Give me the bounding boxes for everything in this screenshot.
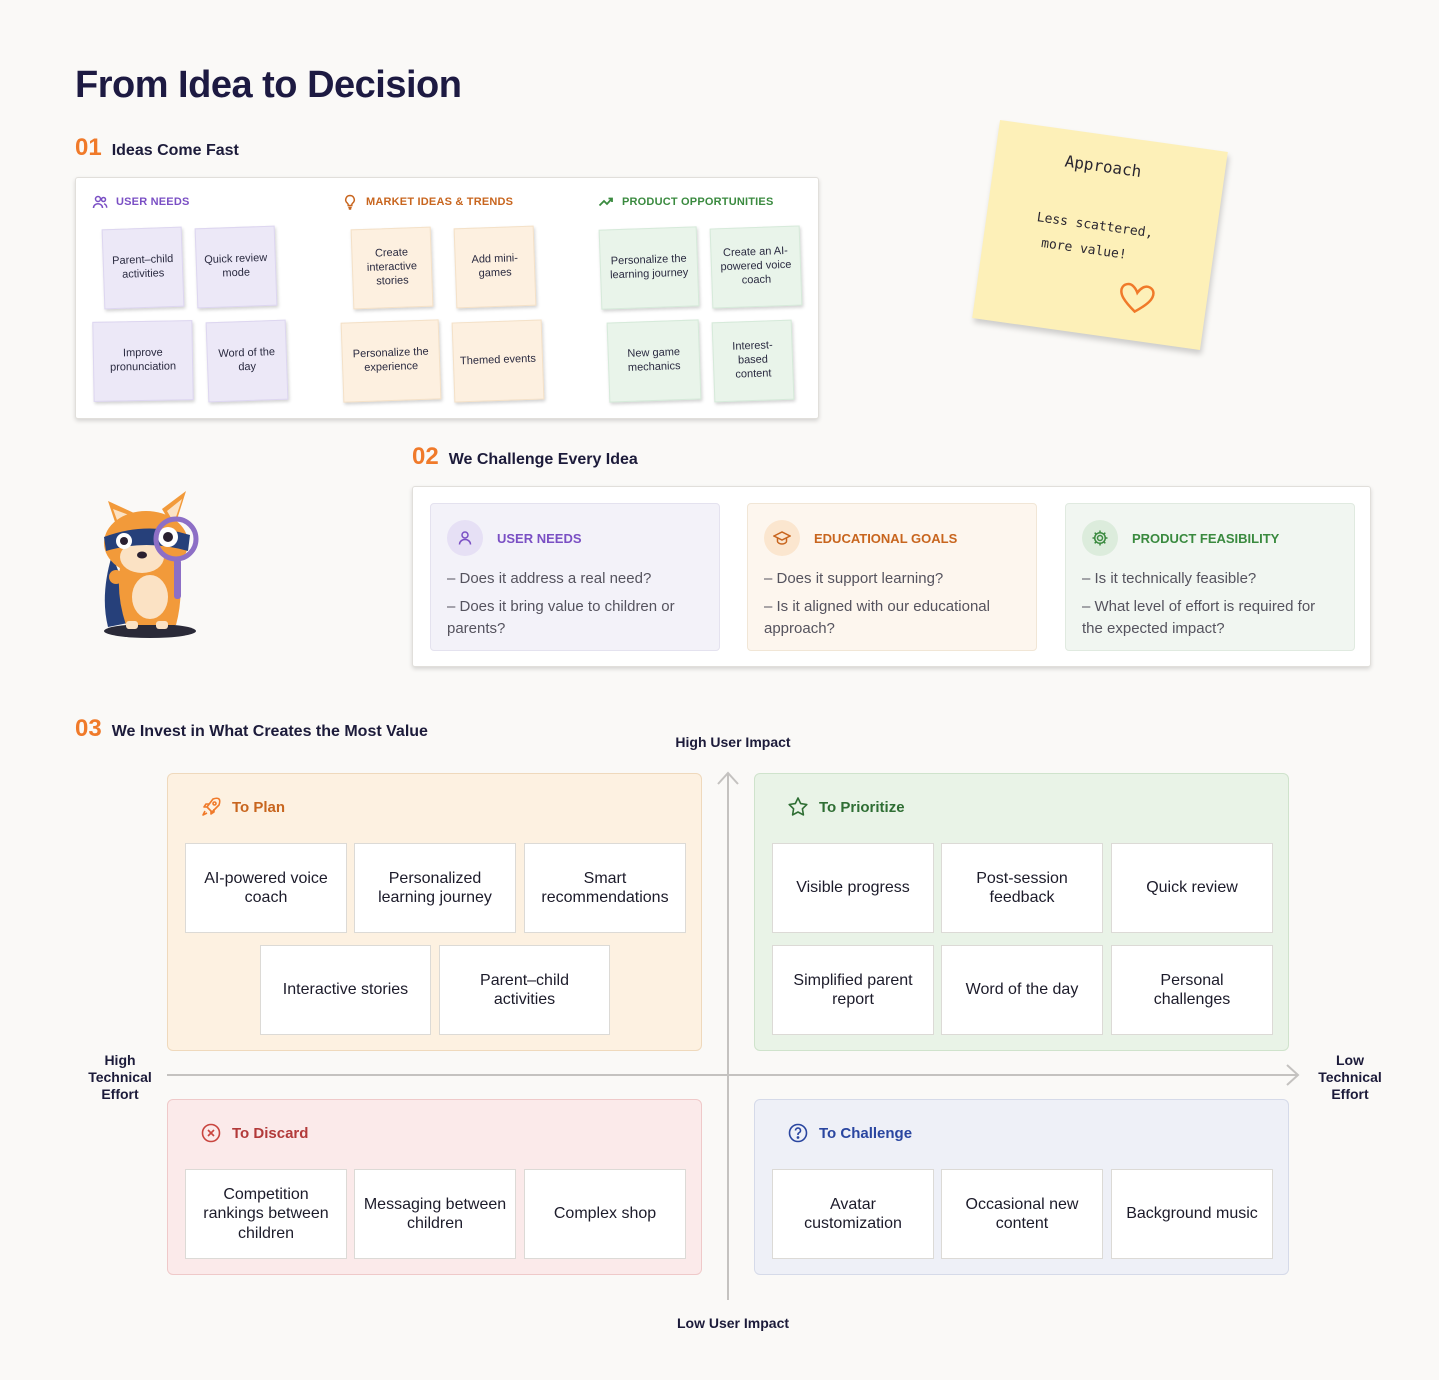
criteria-label: USER NEEDS (497, 530, 582, 546)
quadrant-header: To Challenge (787, 1122, 912, 1144)
section-3-header: 03 We Invest in What Creates the Most Va… (75, 715, 428, 743)
criteria-card-header: USER NEEDS (447, 520, 703, 556)
initiative-card: Smart recommendations (524, 843, 686, 933)
criteria-card-product-feasibility: PRODUCT FEASIBILITY – Is it technically … (1065, 503, 1355, 651)
criteria-label: PRODUCT FEASIBILITY (1132, 530, 1280, 546)
initiative-card: Competition rankings between children (185, 1169, 347, 1259)
column-label: USER NEEDS (116, 196, 190, 208)
gear-icon (1082, 520, 1118, 556)
criteria-label: EDUCATIONAL GOALS (814, 530, 958, 546)
criteria-question: – Is it technically feasible? (1082, 570, 1257, 587)
initiative-card: Personalized learning journey (354, 843, 516, 933)
rocket-icon (202, 797, 221, 816)
heart-icon (1120, 282, 1155, 314)
initiative-card: Word of the day (941, 945, 1103, 1035)
section-number: 02 (412, 443, 439, 470)
graduation-cap-icon (764, 520, 800, 556)
column-header-market-ideas: MARKET IDEAS & TRENDS (342, 194, 513, 210)
initiative-card: Personal challenges (1111, 945, 1273, 1035)
initiative-card: Post-session feedback (941, 843, 1103, 933)
initiative-card: Avatar customization (772, 1169, 934, 1259)
section-number: 03 (75, 715, 102, 742)
section-label: Ideas Come Fast (111, 142, 239, 159)
column-header-product-opportunities: PRODUCT OPPORTUNITIES (598, 194, 774, 210)
quadrant-label: To Prioritize (819, 798, 905, 816)
quadrant-to-plan: To Plan AI-powered voice coach Personali… (167, 773, 702, 1051)
initiative-card: Simplified parent report (772, 945, 934, 1035)
quadrant-label: To Discard (232, 1124, 309, 1142)
quadrant-to-challenge: To Challenge Avatar customization Occasi… (754, 1099, 1289, 1275)
ideas-board: USER NEEDS Parent–child activities Quick… (75, 177, 819, 419)
section-label: We Challenge Every Idea (448, 451, 638, 468)
column-label: MARKET IDEAS & TRENDS (366, 196, 514, 208)
axis-label-right: Low Technical Effort (1318, 1052, 1382, 1102)
axis-label-bottom: Low User Impact (676, 1315, 790, 1331)
initiative-card: Parent–child activities (439, 945, 610, 1035)
initiative-card: AI-powered voice coach (185, 843, 347, 933)
criteria-question: – What level of effort is required for t… (1082, 597, 1316, 637)
approach-note: Approach Less scattered, more value! (972, 119, 1228, 351)
criteria-card-header: EDUCATIONAL GOALS (764, 520, 1020, 556)
initiative-card: Occasional new content (941, 1169, 1103, 1259)
initiative-card: Interactive stories (260, 945, 431, 1035)
criteria-card-user-needs: USER NEEDS – Does it address a real need… (430, 503, 720, 651)
section-1-header: 01 Ideas Come Fast (75, 134, 239, 162)
star-icon (788, 797, 808, 816)
criteria-question: – Does it address a real need? (447, 570, 652, 587)
lightbulb-icon (345, 194, 355, 210)
column-label: PRODUCT OPPORTUNITIES (622, 196, 774, 208)
quadrant-to-discard: To Discard Competition rankings between … (167, 1099, 702, 1275)
x-circle-icon (201, 1123, 221, 1143)
section-label: We Invest in What Creates the Most Value (111, 723, 428, 740)
question-circle-icon (788, 1123, 808, 1143)
initiative-card: Background music (1111, 1169, 1273, 1259)
quadrant-to-prioritize: To Prioritize Visible progress Post-sess… (754, 773, 1289, 1051)
trending-up-icon (598, 197, 613, 207)
quadrant-header: To Prioritize (787, 796, 905, 818)
criteria-question: – Does it support learning? (764, 570, 944, 587)
quadrant-label: To Challenge (819, 1124, 913, 1142)
user-icon (447, 520, 483, 556)
criteria-question: – Is it aligned with our educational app… (764, 597, 990, 637)
users-icon (92, 195, 108, 209)
fox-mascot-image (104, 491, 199, 638)
initiative-card: Visible progress (772, 843, 934, 933)
column-header-user-needs: USER NEEDS (92, 194, 190, 210)
quadrant-header: To Plan (200, 796, 285, 818)
criteria-card-header: PRODUCT FEASIBILITY (1082, 520, 1338, 556)
section-2-header: 02 We Challenge Every Idea (412, 443, 638, 471)
axis-label-left: High Technical Effort (88, 1052, 152, 1102)
criteria-card-educational-goals: EDUCATIONAL GOALS – Does it support lear… (747, 503, 1037, 651)
quadrant-label: To Plan (232, 798, 286, 816)
page-title: From Idea to Decision (75, 64, 462, 106)
initiative-card: Quick review (1111, 843, 1273, 933)
section-number: 01 (75, 134, 102, 161)
quadrant-header: To Discard (200, 1122, 308, 1144)
criteria-question: – Does it bring value to children or par… (447, 597, 675, 637)
challenge-board: USER NEEDS – Does it address a real need… (412, 486, 1371, 667)
axis-label-top: High User Impact (675, 734, 791, 750)
initiative-card: Complex shop (524, 1169, 686, 1259)
initiative-card: Messaging between children (354, 1169, 516, 1259)
